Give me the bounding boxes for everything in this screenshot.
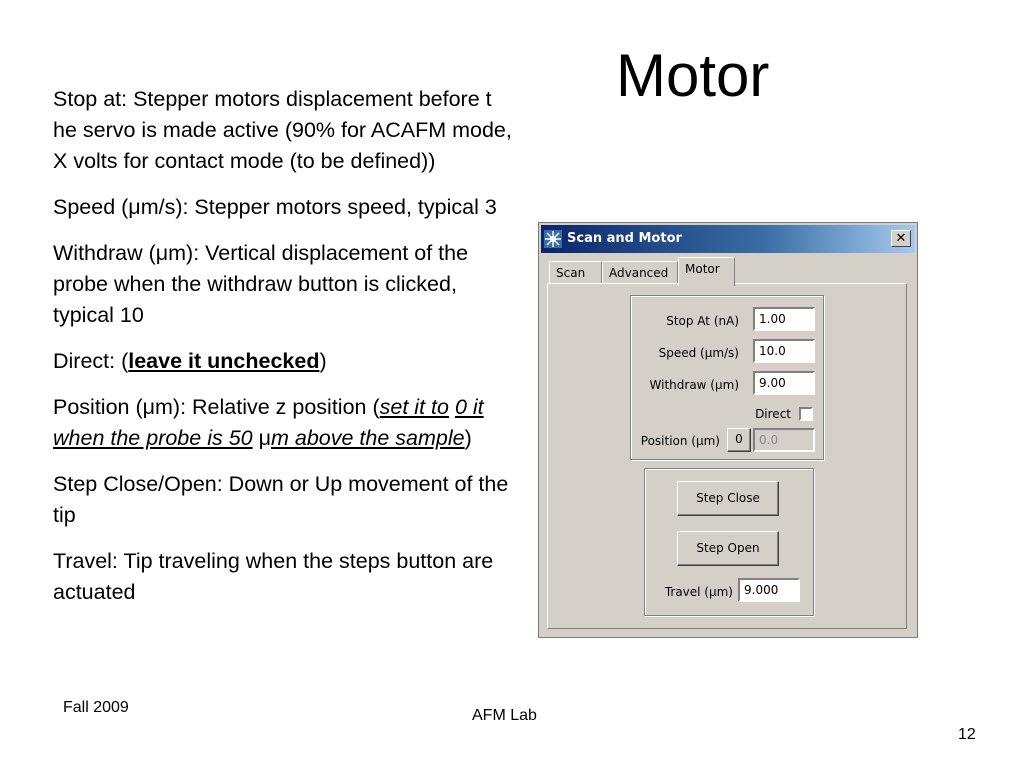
- footer-date: Fall 2009: [63, 699, 129, 716]
- stop-at-label: Stop At (nA): [666, 314, 739, 328]
- direct-label: Direct: [755, 407, 791, 421]
- travel-description: Travel: Tip traveling when the steps but…: [53, 549, 494, 604]
- stop-at-input[interactable]: 1.00: [753, 307, 815, 331]
- motor-tab-panel: Stop At (nA) 1.00 Speed (μm/s) 10.0 With…: [547, 283, 907, 629]
- slide-number: 12: [958, 726, 976, 743]
- footer-course: AFM Lab: [472, 707, 537, 724]
- speed-description: Speed (μm/s): Stepper motors speed, typi…: [53, 195, 497, 219]
- direct-description: Direct: (leave it unchecked): [53, 346, 515, 377]
- position-suffix: ): [464, 426, 472, 450]
- scan-and-motor-window: Scan and Motor ✕ Scan Advanced Motor Sto…: [538, 222, 918, 638]
- withdraw-input[interactable]: 9.00: [753, 371, 815, 395]
- position-emphasis-2: 0 it when the probe is 50: [53, 395, 484, 450]
- position-emphasis-3: m above the sample: [271, 426, 465, 450]
- withdraw-description: Withdraw (μm): Vertical displacement of …: [53, 241, 469, 327]
- tab-scan[interactable]: Scan: [549, 261, 602, 284]
- position-zero-button[interactable]: 0: [727, 428, 751, 452]
- position-mu: μ: [258, 426, 271, 450]
- close-button[interactable]: ✕: [891, 230, 911, 247]
- window-title: Scan and Motor: [567, 231, 682, 246]
- step-open-button[interactable]: Step Open: [677, 531, 779, 566]
- position-label: Position (μm): [640, 434, 720, 448]
- travel-label: Travel (μm): [664, 585, 733, 599]
- step-close-button[interactable]: Step Close: [677, 481, 779, 516]
- speed-label: Speed (μm/s): [658, 346, 739, 360]
- speed-input[interactable]: 10.0: [753, 339, 815, 363]
- tab-advanced[interactable]: Advanced: [602, 261, 678, 284]
- scan-motor-app-icon: [544, 230, 562, 248]
- stop-at-description: Stop at: Stepper motors displacement bef…: [53, 87, 512, 173]
- step-description: Step Close/Open: Down or Up movement of …: [53, 472, 509, 527]
- withdraw-label: Withdraw (μm): [649, 378, 739, 392]
- window-titlebar[interactable]: Scan and Motor ✕: [541, 225, 915, 253]
- motor-settings-group: Stop At (nA) 1.00 Speed (μm/s) 10.0 With…: [630, 295, 824, 460]
- travel-input[interactable]: 9.000: [738, 578, 800, 602]
- slide-title: Motor: [616, 42, 770, 109]
- position-input: 0.0: [753, 428, 815, 452]
- direct-emphasis: leave it unchecked: [128, 349, 320, 373]
- slide-body: Stop at: Stepper motors displacement bef…: [53, 84, 515, 623]
- direct-suffix: ): [319, 349, 327, 373]
- step-group: Step Close Step Open Travel (μm) 9.000: [644, 468, 814, 616]
- position-description: Position (μm): Relative z position (set …: [53, 392, 515, 454]
- direct-prefix: Direct: (: [53, 349, 129, 373]
- direct-checkbox[interactable]: [799, 407, 813, 421]
- position-emphasis-1: set it to: [379, 395, 449, 419]
- position-prefix: Position (μm): Relative z position (: [53, 395, 380, 419]
- tab-motor[interactable]: Motor: [678, 257, 735, 286]
